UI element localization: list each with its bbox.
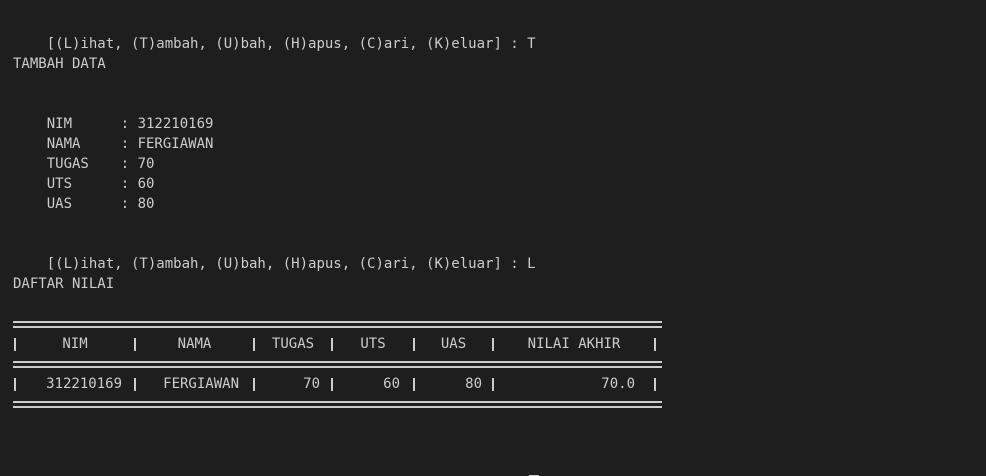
cell-tugas: 70 — [303, 376, 320, 392]
form-uts: UTS : 60 — [13, 154, 155, 192]
column-border — [654, 374, 656, 394]
table-separator-mid — [13, 361, 662, 368]
form-uas: UAS : 80 — [13, 174, 155, 212]
form-nama: NAMA : FERGIAWAN — [13, 114, 214, 152]
column-border — [253, 334, 255, 354]
column-border — [134, 374, 136, 394]
menu-prompt-1: [(L)ihat, (T)ambah, (U)bah, (H)apus, (C)… — [13, 14, 536, 52]
prompt-text: [(L)ihat, (T)ambah, (U)bah, (H)apus, (C)… — [46, 36, 528, 52]
form-tugas: TUGAS : 70 — [13, 134, 155, 172]
column-border — [253, 374, 255, 394]
column-border — [14, 334, 16, 354]
column-border — [331, 374, 333, 394]
header-uts: UTS — [360, 336, 386, 352]
column-border — [331, 334, 333, 354]
table-row: 312210169 FERGIAWAN 70 60 80 70.0 — [13, 374, 662, 394]
header-tugas: TUGAS — [271, 336, 315, 352]
table-separator-bottom — [13, 401, 662, 408]
uts-value: : 60 — [120, 176, 155, 192]
table-separator-top — [13, 321, 662, 328]
cell-uas: 80 — [465, 376, 482, 392]
daftar-title: DAFTAR NILAI — [13, 276, 115, 292]
nim-value: : 312210169 — [120, 116, 214, 132]
column-border — [654, 334, 656, 354]
header-nilai-akhir: NILAI AKHIR — [527, 336, 621, 352]
form-nim: NIM : 312210169 — [13, 94, 214, 132]
column-border — [413, 374, 415, 394]
cell-nama: FERGIAWAN — [163, 376, 239, 392]
menu-prompt-2: [(L)ihat, (T)ambah, (U)bah, (H)apus, (C)… — [13, 234, 536, 272]
uas-label: UAS — [46, 196, 73, 212]
uts-label: UTS — [46, 176, 73, 192]
column-border — [413, 334, 415, 354]
column-border — [134, 334, 136, 354]
tugas-value: : 70 — [120, 156, 155, 172]
nama-label: NAMA — [46, 136, 81, 152]
user-input-2: L — [527, 256, 536, 272]
menu-prompt-3[interactable]: [(L)ihat, (T)ambah, (U)bah, (H)apus, (C)… — [13, 454, 540, 476]
prompt-text: [(L)ihat, (T)ambah, (U)bah, (H)apus, (C)… — [46, 256, 528, 272]
column-border — [492, 334, 494, 354]
header-nim: NIM — [62, 336, 88, 352]
table-header-row: NIM NAMA TUGAS UTS UAS NILAI AKHIR — [13, 334, 662, 354]
column-border — [14, 374, 16, 394]
column-border — [492, 374, 494, 394]
header-uas: UAS — [440, 336, 467, 352]
nama-value: : FERGIAWAN — [120, 136, 214, 152]
tugas-label: TUGAS — [46, 156, 89, 172]
uas-value: : 80 — [120, 196, 155, 212]
tambah-title: TAMBAH DATA — [13, 56, 106, 72]
header-nama: NAMA — [177, 336, 212, 352]
cell-nim: 312210169 — [46, 376, 122, 392]
cell-nilai-akhir: 70.0 — [601, 376, 635, 392]
cell-uts: 60 — [383, 376, 400, 392]
user-input-1: T — [527, 36, 536, 52]
nim-label: NIM — [46, 116, 73, 132]
